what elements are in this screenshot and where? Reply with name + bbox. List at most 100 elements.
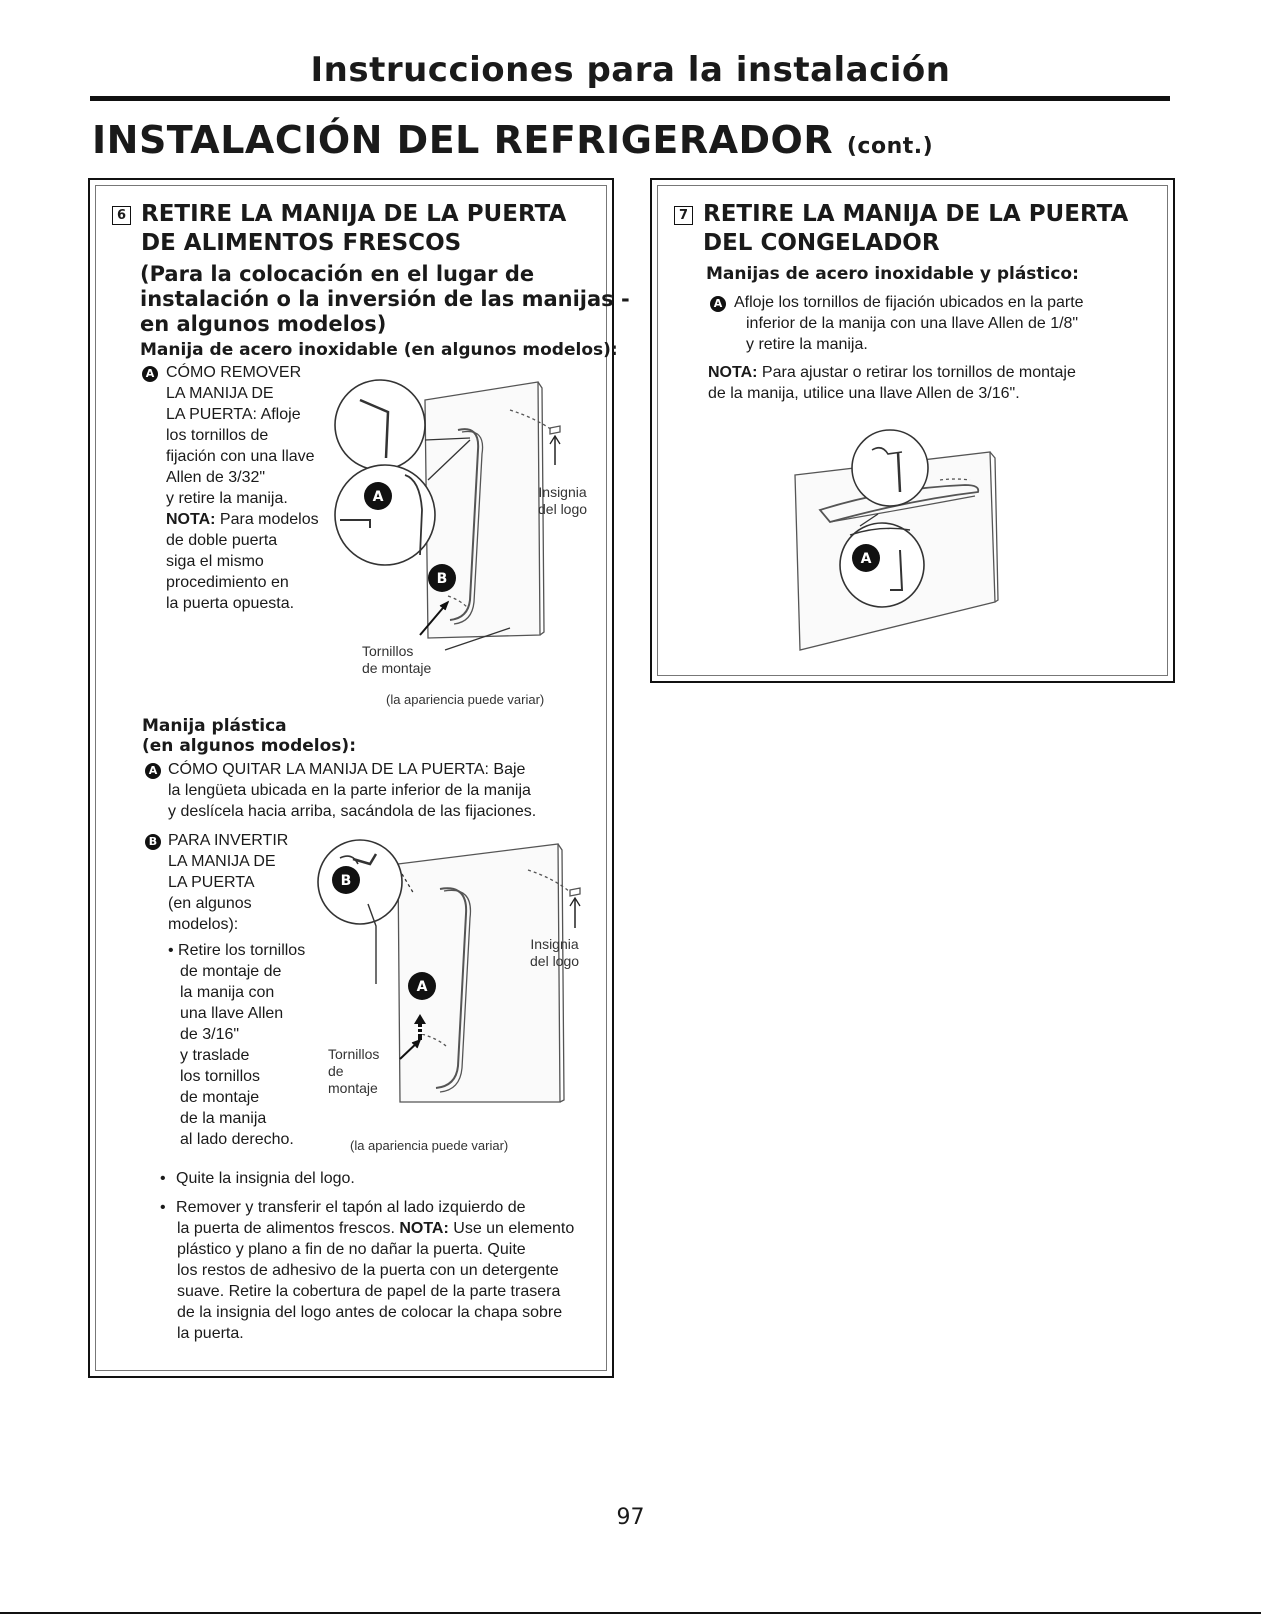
right-note-line2: de la manija, utilice una llave Allen de… bbox=[708, 385, 1020, 402]
stainless-step-line: Allen de 3/32" bbox=[166, 469, 266, 486]
plastic-b-line: LA MANIJA DE bbox=[168, 853, 276, 870]
plastic-step-b: PARA INVERTIR LA MANIJA DE LA PUERTA (en… bbox=[168, 830, 288, 935]
right-note: NOTA: Para ajustar o retirar los tornill… bbox=[708, 362, 1076, 404]
stainless-note-line: siga el mismo bbox=[166, 553, 264, 570]
step-number-7: 7 bbox=[674, 206, 693, 225]
badge-a-icon: A bbox=[142, 366, 158, 382]
right-note-label: NOTA: bbox=[708, 364, 758, 381]
bullet3-line: los restos de adhesivo de la puerta con … bbox=[177, 1262, 559, 1279]
stainless-step-line: fijación con una llave bbox=[166, 448, 315, 465]
bullet2-text: Quite la insignia del logo. bbox=[176, 1170, 355, 1187]
fig2-screws-label-line3: montaje bbox=[328, 1080, 378, 1096]
stainless-note-line: procedimiento en bbox=[166, 574, 289, 591]
right-a-line: Afloje los tornillos de fijación ubicado… bbox=[734, 294, 1084, 311]
stainless-step-line: y retire la manija. bbox=[166, 490, 288, 507]
left-title-line2: DE ALIMENTOS FRESCOS bbox=[141, 230, 462, 256]
bullet1-line: de montaje de bbox=[180, 963, 282, 980]
bullet3-line: de la insignia del logo antes de colocar… bbox=[177, 1304, 563, 1321]
fig2-screws-label-line2: de bbox=[328, 1063, 344, 1079]
fig1-logo-label: Insignia del logo bbox=[538, 484, 587, 518]
stainless-step-line: los tornillos de bbox=[166, 427, 269, 444]
section-title: INSTALACIÓN DEL REFRIGERADOR (cont.) bbox=[92, 118, 933, 162]
left-subtitle-line1: (Para la colocación en el lugar de bbox=[140, 262, 535, 286]
section-title-cont: (cont.) bbox=[846, 134, 934, 159]
note-label: NOTA: bbox=[166, 511, 216, 528]
fig2-caption: (la apariencia puede variar) bbox=[350, 1138, 509, 1153]
fig1-badge-b: B bbox=[437, 571, 448, 587]
fig1-screws-label-line1: Tornillos bbox=[362, 643, 414, 659]
page-header-title: Instrucciones para la instalación bbox=[310, 50, 951, 90]
freezer-handle-illustration: A bbox=[794, 429, 999, 651]
note-text: Para modelos bbox=[215, 511, 319, 528]
stainless-instructions: CÓMO REMOVER LA MANIJA DE LA PUERTA: Afl… bbox=[166, 362, 319, 614]
bullet3-note-label: NOTA: bbox=[399, 1220, 449, 1237]
bullet1-line: al lado derecho. bbox=[180, 1131, 294, 1148]
fig1-caption: (la apariencia puede variar) bbox=[386, 692, 545, 707]
badge-b-icon: B bbox=[145, 834, 161, 850]
plastic-b-line: LA PUERTA bbox=[168, 874, 255, 891]
fig1-screws-label-line2: de montaje bbox=[362, 660, 432, 676]
plastic-label: Manija plástica (en algunos modelos): bbox=[142, 716, 356, 756]
fig2-screws-label-line1: Tornillos bbox=[328, 1046, 380, 1062]
right-panel-inner-border bbox=[657, 185, 1168, 676]
step-number-6: 6 bbox=[112, 206, 131, 225]
bullet1-line: la manija con bbox=[180, 984, 275, 1001]
left-subtitle: (Para la colocación en el lugar de insta… bbox=[140, 262, 630, 337]
left-panel bbox=[88, 178, 614, 1378]
fig3-badge-a: A bbox=[861, 551, 872, 567]
fig1-screws-label: Tornillos de montaje bbox=[362, 643, 431, 677]
right-step-title: 7 RETIRE LA MANIJA DE LA PUERTA DEL CONGE… bbox=[674, 200, 1128, 258]
plastic-step-a: CÓMO QUITAR LA MANIJA DE LA PUERTA: Baje… bbox=[168, 759, 536, 822]
plastic-label-line2: (en algunos modelos): bbox=[142, 736, 356, 756]
stainless-step-line: LA PUERTA: Afloje bbox=[166, 406, 301, 423]
stainless-note-line: de doble puerta bbox=[166, 532, 278, 549]
page-number: 97 bbox=[616, 1505, 645, 1530]
bottom-rule bbox=[0, 1612, 1261, 1614]
right-a-line: inferior de la manija con una llave Alle… bbox=[746, 315, 1079, 332]
stainless-step-line: LA MANIJA DE bbox=[166, 385, 274, 402]
bullet1-line: y traslade bbox=[180, 1047, 250, 1064]
bullet3-line-text: Remover y transferir el tapón al lado iz… bbox=[176, 1199, 526, 1216]
stainless-label: Manija de acero inoxidable (en algunos m… bbox=[140, 340, 618, 360]
bullet3-line: suave. Retire la cobertura de papel de l… bbox=[177, 1283, 561, 1300]
plastic-handle-illustration: B A bbox=[317, 839, 581, 1103]
section-title-text: INSTALACIÓN DEL REFRIGERADOR bbox=[92, 118, 834, 162]
bullet1-line: de 3/16" bbox=[180, 1026, 240, 1043]
plastic-b-line: PARA INVERTIR bbox=[168, 832, 289, 849]
right-title-line1: RETIRE LA MANIJA DE LA PUERTA bbox=[703, 201, 1129, 227]
plastic-a-line: la lengüeta ubicada en la parte inferior… bbox=[168, 782, 531, 799]
bullet1-line: • Retire los tornillos bbox=[168, 942, 306, 959]
fig2-screws-label: Tornillos de montaje bbox=[328, 1046, 379, 1097]
left-panel-inner-border bbox=[95, 185, 607, 1371]
bullet-retire-screws: • Retire los tornillos de montaje de la … bbox=[168, 940, 305, 1150]
left-step-title: 6 RETIRE LA MANIJA DE LA PUERTA DE ALIMEN… bbox=[112, 200, 566, 258]
plastic-a-line: CÓMO QUITAR LA MANIJA DE LA PUERTA: Baje bbox=[168, 761, 526, 778]
bullet1-line: de montaje bbox=[180, 1089, 260, 1106]
right-label: Manijas de acero inoxidable y plástico: bbox=[706, 264, 1079, 284]
plastic-label-line1: Manija plástica bbox=[142, 716, 287, 736]
bullet3-line: plástico y plano a fin de no dañar la pu… bbox=[177, 1241, 526, 1258]
bullet3-line: • Remover y transferir el tapón al lado … bbox=[160, 1199, 526, 1216]
bullet3-line: la puerta. bbox=[177, 1325, 244, 1342]
fig2-logo-label: Insignia del logo bbox=[530, 936, 579, 970]
stainless-note-line: NOTA: Para modelos bbox=[166, 509, 319, 530]
right-step-a: Afloje los tornillos de fijación ubicado… bbox=[734, 292, 1084, 355]
left-title-line1: RETIRE LA MANIJA DE LA PUERTA bbox=[141, 201, 567, 227]
bullet3-note-rest: Use un elemento bbox=[448, 1220, 575, 1237]
fig1-badge-a: A bbox=[373, 489, 384, 505]
bullet1-line: una llave Allen bbox=[180, 1005, 284, 1022]
fig2-logo-label-line1: Insignia bbox=[530, 936, 579, 952]
bullet3-line: la puerta de alimentos frescos. NOTA: Us… bbox=[160, 1218, 574, 1239]
header-rule bbox=[90, 96, 1170, 101]
right-title-line2: DEL CONGELADOR bbox=[703, 230, 940, 256]
badge-a-icon: A bbox=[145, 763, 161, 779]
plastic-b-line: (en algunos bbox=[168, 895, 252, 912]
fig2-badge-b: B bbox=[341, 873, 352, 889]
fig1-logo-label-line1: Insignia bbox=[538, 484, 587, 500]
bullet3-line-text: la puerta de alimentos frescos. bbox=[177, 1220, 395, 1237]
plastic-a-line: y deslícela hacia arriba, sacándola de l… bbox=[168, 803, 537, 820]
bullet-remove-logo: • Quite la insignia del logo. bbox=[160, 1170, 355, 1187]
fig2-logo-label-line2: del logo bbox=[530, 953, 580, 969]
right-note-text: Para ajustar o retirar los tornillos de … bbox=[757, 364, 1076, 381]
stainless-note-line: la puerta opuesta. bbox=[166, 595, 295, 612]
